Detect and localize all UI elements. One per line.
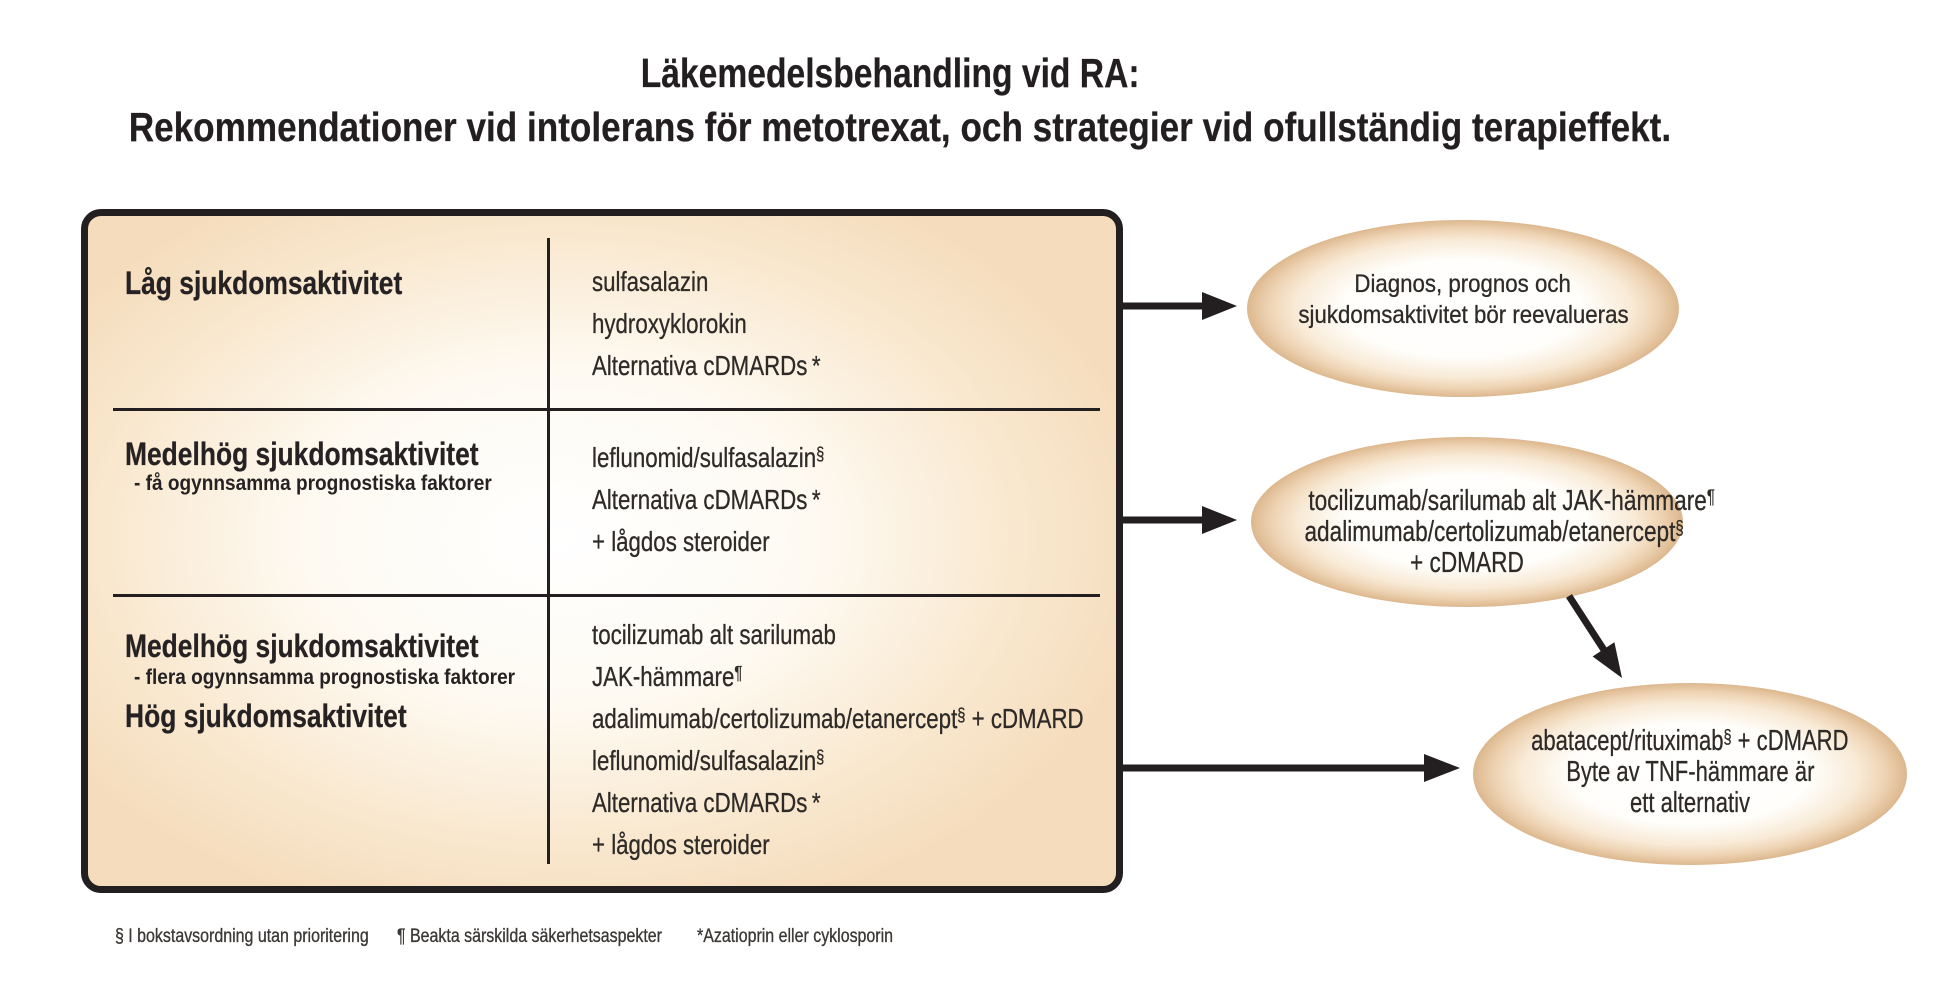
row3-drug-6: + lågdos steroider	[592, 829, 770, 860]
row3-drug-5: Alternativa cDMARDs *	[592, 787, 821, 818]
ellipse-abatacept	[1473, 683, 1907, 865]
ellipse2-line1: tocilizumab/sarilumab alt JAK-hämmare¶	[1308, 485, 1715, 517]
row3-drug-2: JAK-hämmare¶	[592, 661, 743, 692]
footnote-pilcrow-symbol: ¶ Beakta särskilda säkerhetsaspekter	[397, 926, 662, 947]
row3-drug-1: tocilizumab alt sarilumab	[592, 619, 836, 650]
arrow-box-to-ellipse2	[1122, 506, 1237, 534]
row1-drug-3: Alternativa cDMARDs *	[592, 350, 821, 381]
ellipse1-line2: sjukdomsaktivitet bör reevalueras	[1297, 301, 1629, 329]
ellipse2-line3: + cDMARD	[1410, 547, 1524, 579]
row3-drug-4: leflunomid/sulfasalazin§	[592, 745, 825, 776]
ellipse3-line1: abatacept/rituximab§ + cDMARD	[1531, 725, 1849, 757]
arrow-box-to-ellipse1	[1122, 292, 1237, 320]
row2-drug-1: leflunomid/sulfasalazin§	[592, 442, 825, 473]
row1-label: Låg sjukdomsaktivitet	[125, 265, 403, 301]
column-divider-line	[547, 238, 550, 864]
ellipse-biologics	[1251, 437, 1683, 607]
arrow-ellipse2-to-ellipse3	[1566, 594, 1622, 678]
diagram-title-line2: Rekommendationer vid intolerans för meto…	[128, 104, 1672, 150]
ellipse1-line1: Diagnos, prognos och	[1354, 270, 1572, 298]
row1-drug-2: hydroxyklorokin	[592, 308, 747, 339]
row-divider-line-1	[113, 408, 1100, 411]
footnote-asterisk-symbol: *Azatioprin eller cyklosporin	[697, 926, 894, 947]
row3-label: Medelhög sjukdomsaktivitet	[125, 628, 479, 664]
ellipse3-line2: Byte av TNF-hämmare är	[1565, 756, 1815, 788]
row3-sublabel: - flera ogynnsamma prognostiska faktorer	[134, 665, 516, 689]
row1-drug-1: sulfasalazin	[592, 266, 709, 297]
row2-drug-2: Alternativa cDMARDs *	[592, 484, 821, 515]
row3-label2: Hög sjukdomsaktivitet	[125, 698, 407, 734]
ellipse-reevaluate	[1247, 220, 1679, 397]
arrow-box-to-ellipse3	[1122, 754, 1460, 782]
row2-drug-3: + lågdos steroider	[592, 526, 770, 557]
footnote-section-symbol: § I bokstavsordning utan prioritering	[115, 926, 369, 947]
row2-label: Medelhög sjukdomsaktivitet	[125, 436, 479, 472]
row3-drug-3: adalimumab/certolizumab/etanercept§ + cD…	[592, 703, 1084, 734]
ellipse2-line2: adalimumab/certolizumab/etanercept§	[1304, 516, 1684, 548]
diagram-title-line1: Läkemedelsbehandling vid RA:	[640, 50, 1140, 96]
row2-sublabel: - få ogynnsamma prognostiska faktorer	[134, 471, 492, 495]
treatment-matrix-box	[81, 209, 1123, 893]
ellipse3-line3: ett alternativ	[1629, 787, 1751, 819]
row-divider-line-2	[113, 594, 1100, 597]
